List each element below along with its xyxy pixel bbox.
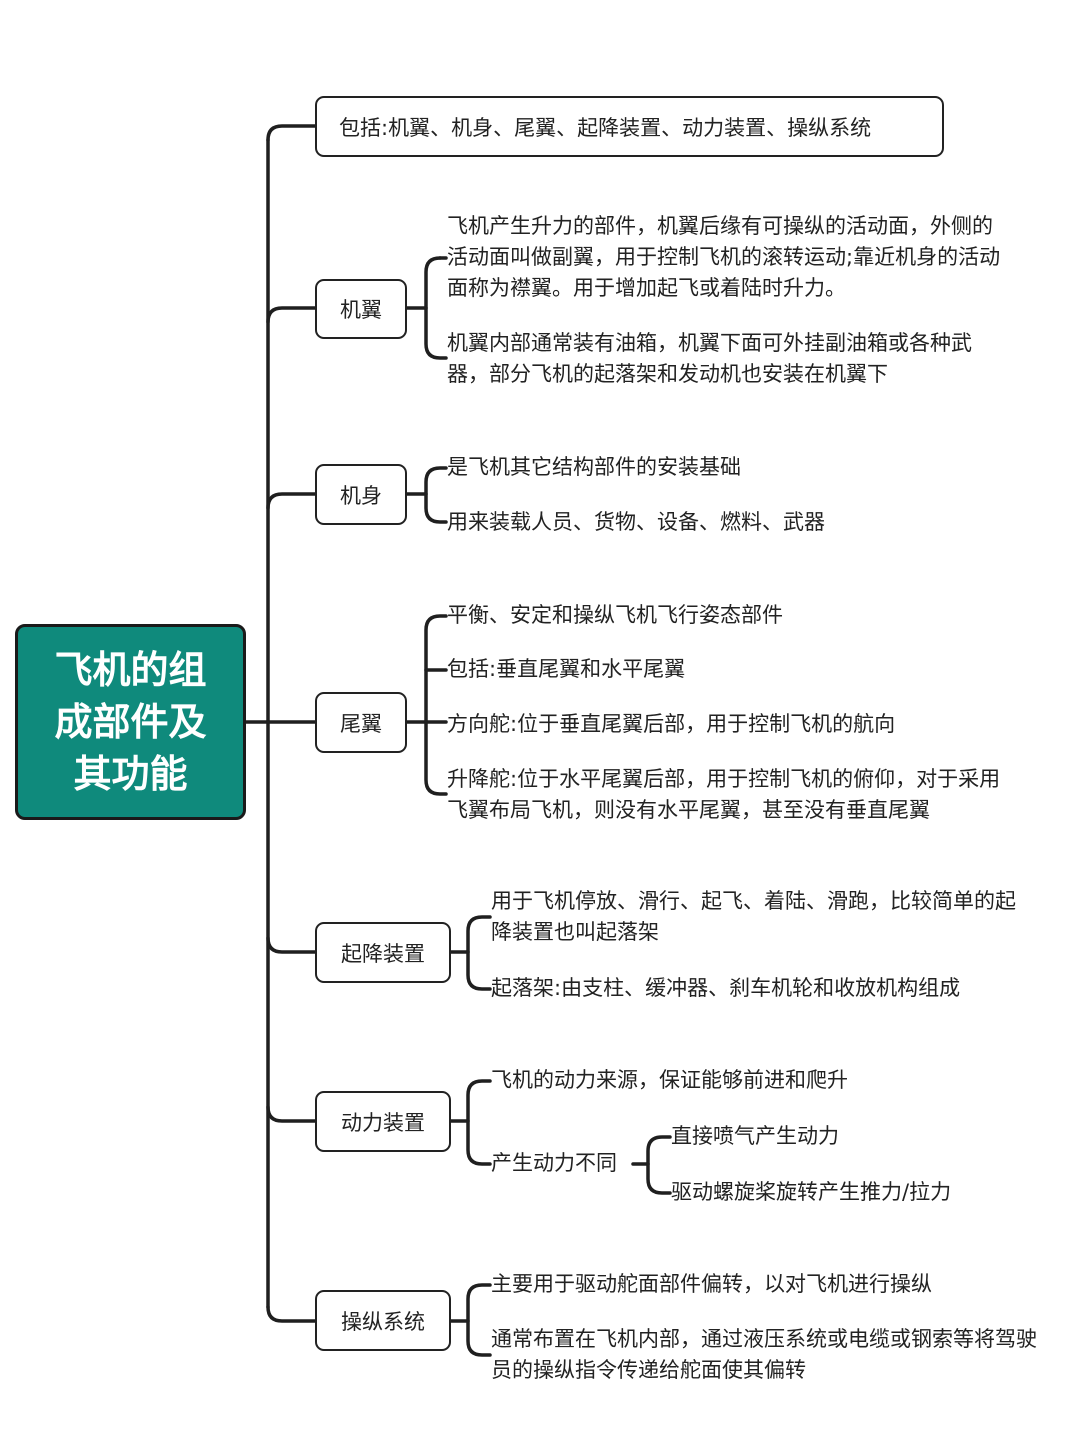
- leaf-fuselage-base: 是飞机其它结构部件的安装基础: [447, 455, 741, 479]
- branch-label: 机翼: [340, 298, 382, 322]
- branch-powerplant: 动力装置: [315, 1091, 451, 1152]
- branch-label: 尾翼: [340, 711, 382, 736]
- summary-text: 包括:机翼、机身、尾翼、起降装置、动力装置、操纵系统: [339, 115, 872, 140]
- leaf-wing-lift: 飞机产生升力的部件，机翼后缘有可操纵的活动面，外侧的 活动面叫做副翼，用于控制飞…: [447, 214, 1001, 300]
- branch-control-system: 操纵系统: [315, 1290, 451, 1351]
- leaf-power-differs: 产生动力不同: [491, 1151, 617, 1175]
- leaf-tail-balance: 平衡、安定和操纵飞机飞行姿态部件: [447, 603, 783, 627]
- root-node: 飞机的组成部件及其功能: [15, 624, 246, 820]
- branch-label: 机身: [340, 483, 382, 508]
- leaf-power-source: 飞机的动力来源，保证能够前进和爬升: [491, 1068, 848, 1092]
- branch-landing-gear: 起降装置: [315, 922, 451, 983]
- branch-label: 起降装置: [341, 941, 425, 966]
- leaf-wing-tanks: 机翼内部通常装有油箱，机翼下面可外挂副油箱或各种武 器，部分飞机的起落架和发动机…: [447, 331, 972, 386]
- branch-fuselage: 机身: [315, 464, 407, 525]
- leaf-gear-use: 用于飞机停放、滑行、起飞、着陆、滑跑，比较简单的起 降装置也叫起落架: [491, 889, 1016, 944]
- leaf-control-layout: 通常布置在飞机内部，通过液压系统或电缆或钢索等将驾驶 员的操纵指令传递给舵面使其…: [491, 1327, 1037, 1382]
- summary-node: 包括:机翼、机身、尾翼、起降装置、动力装置、操纵系统: [315, 96, 944, 157]
- leaf-control-purpose: 主要用于驱动舵面部件偏转，以对飞机进行操纵: [491, 1272, 932, 1296]
- leaf-tail-includes: 包括:垂直尾翼和水平尾翼: [447, 657, 686, 681]
- subleaf-propeller: 驱动螺旋桨旋转产生推力/拉力: [671, 1180, 952, 1204]
- leaf-gear-parts: 起落架:由支柱、缓冲器、刹车机轮和收放机构组成: [491, 976, 961, 1000]
- subleaf-jet: 直接喷气产生动力: [671, 1124, 839, 1148]
- branch-label: 动力装置: [341, 1110, 425, 1135]
- root-title: 飞机的组成部件及其功能: [54, 648, 207, 796]
- leaf-tail-elevator: 升降舵:位于水平尾翼后部，用于控制飞机的俯仰，对于采用 飞翼布局飞机，则没有水平…: [447, 767, 1001, 822]
- branch-tail: 尾翼: [315, 692, 407, 753]
- leaf-fuselage-load: 用来装载人员、货物、设备、燃料、武器: [447, 510, 825, 534]
- branch-wing: 机翼: [315, 279, 407, 339]
- branch-label: 操纵系统: [341, 1309, 425, 1334]
- leaf-tail-rudder: 方向舵:位于垂直尾翼后部，用于控制飞机的航向: [447, 712, 896, 736]
